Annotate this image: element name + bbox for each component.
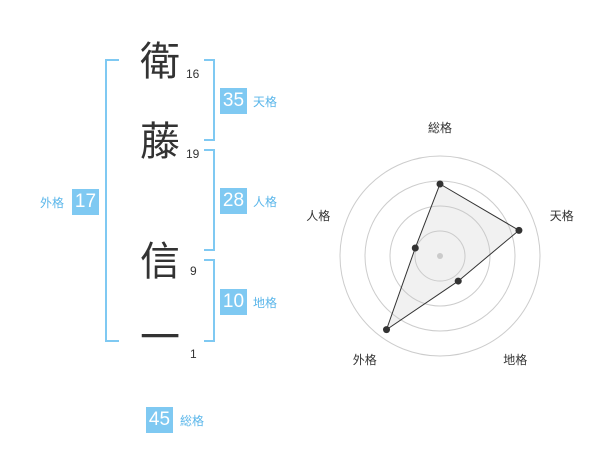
soukaku-value: 45: [146, 407, 173, 433]
radar-point-4: [383, 326, 391, 334]
tenkaku-value: 35: [220, 88, 247, 114]
chikaku-value: 10: [220, 289, 247, 315]
jinkaku-bracket: [204, 149, 215, 251]
jinkaku-value: 28: [220, 188, 247, 214]
radar-point-3: [454, 277, 462, 285]
radar-axis-label-1: 総格: [427, 121, 453, 135]
stroke-count-4: 1: [190, 347, 197, 361]
radar-axis-label-3: 地格: [503, 352, 528, 367]
name-char-3: 信: [140, 239, 180, 285]
radar-center: [437, 253, 443, 259]
gaikaku-bracket: [105, 59, 119, 342]
tenkaku-label: 天格: [253, 95, 278, 109]
jinkaku-label: 人格: [253, 195, 278, 209]
radar-point-5: [411, 244, 419, 252]
radar-ring: [414, 230, 466, 282]
radar-point-1: [436, 180, 444, 188]
gaikaku-label: 外格: [40, 196, 65, 210]
radar-axis-label-4: 外格: [352, 352, 377, 367]
name-char-1: 衛: [140, 39, 180, 85]
name-char-2: 藤: [140, 119, 180, 165]
chikaku-bracket: [204, 259, 215, 342]
radar-axis-label-5: 人格: [306, 209, 331, 224]
name-char-4: 一: [140, 315, 180, 361]
stroke-count-1: 16: [186, 67, 200, 81]
tenkaku-bracket: [204, 59, 215, 141]
stroke-count-3: 9: [190, 264, 197, 278]
chikaku-label: 地格: [253, 296, 278, 310]
gaikaku-value: 17: [72, 189, 99, 215]
radar-ring: [339, 155, 541, 357]
radar-axis-label-2: 天格: [549, 209, 574, 224]
radar-point-2: [515, 226, 523, 234]
soukaku-label: 総格: [180, 414, 205, 428]
stroke-count-2: 19: [186, 147, 200, 161]
radar-ring: [389, 205, 491, 307]
radar-polygon: [385, 183, 520, 331]
